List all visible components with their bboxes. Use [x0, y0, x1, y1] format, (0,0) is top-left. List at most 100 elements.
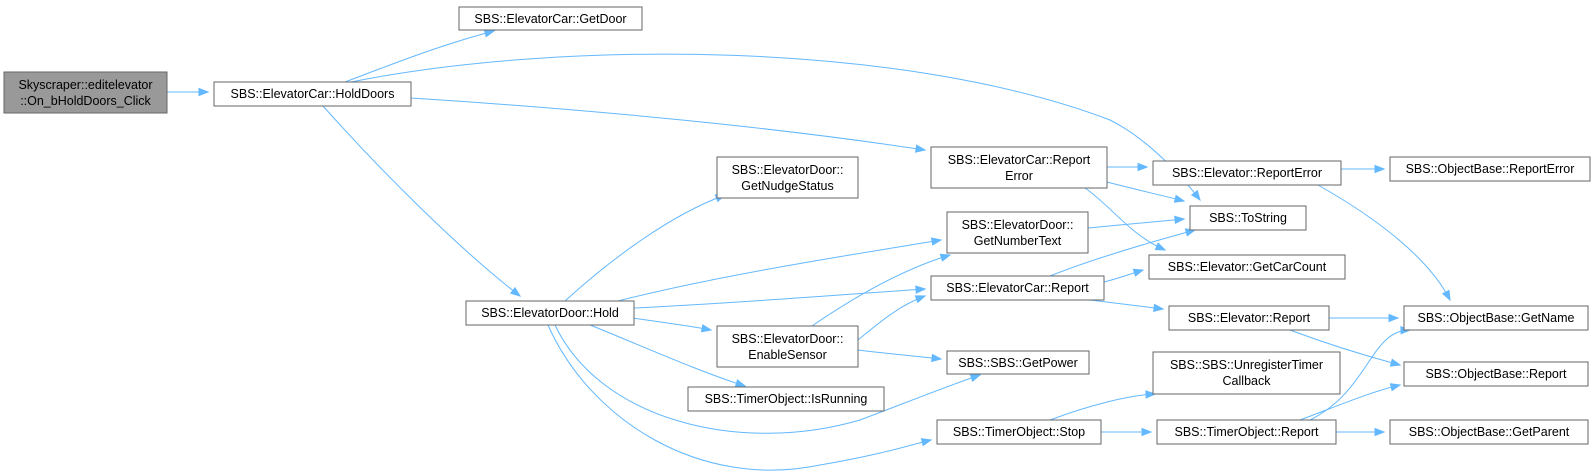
arrowhead-icon: [1174, 215, 1186, 225]
arrowhead-icon: [509, 286, 522, 297]
edge-line: [631, 317, 712, 331]
edge-car_report-to-tostring: [1049, 228, 1197, 277]
arrowhead-icon: [198, 87, 210, 97]
arrowhead-icon: [914, 295, 927, 304]
arrowhead-icon: [1388, 313, 1400, 323]
node-unregister[interactable]: SBS::SBS::UnregisterTimer Callback: [1152, 351, 1341, 395]
node-getnudge[interactable]: SBS::ElevatorDoor:: GetNudgeStatus: [716, 156, 859, 199]
arrowhead-icon: [483, 29, 496, 38]
node-label: ::On_bHoldDoors_Click: [20, 94, 151, 108]
node-getnumbertext[interactable]: SBS::ElevatorDoor:: GetNumberText: [946, 211, 1089, 254]
nodes-layer: Skyscraper::editelevator ::On_bHoldDoors…: [3, 6, 1591, 445]
edge-enablesensor-to-getnumbertext: [811, 253, 952, 327]
edge-timer_stop-to-timer_report: [1101, 427, 1153, 437]
edge-line: [857, 295, 926, 341]
node-enablesensor[interactable]: SBS::ElevatorDoor:: EnableSensor: [716, 325, 859, 368]
node-label: SBS::TimerObject::Stop: [953, 425, 1085, 439]
arrowhead-icon: [1374, 164, 1386, 174]
edge-reporterror_car-to-elev_reporterror: [1107, 162, 1149, 172]
node-timer-stop[interactable]: SBS::TimerObject::Stop: [936, 419, 1102, 445]
node-label: GetNudgeStatus: [741, 179, 833, 193]
edge-door_hold-to-enablesensor: [631, 317, 713, 333]
edge-line: [547, 324, 932, 471]
node-elevator-reporterror[interactable]: SBS::Elevator::ReportError: [1152, 160, 1342, 186]
arrowhead-icon: [1374, 427, 1386, 437]
edge-line: [322, 105, 521, 297]
edge-line: [633, 288, 926, 309]
edge-line: [344, 30, 495, 83]
edge-getnumbertext-to-tostring: [1087, 215, 1186, 229]
node-label: SBS::SBS::GetPower: [958, 356, 1078, 370]
arrowhead-icon: [920, 438, 933, 447]
edge-line: [1317, 184, 1451, 301]
edge-car_report-to-elev_report: [1089, 299, 1165, 312]
edge-door_hold-to-getnudge: [564, 194, 727, 302]
edge-line: [1049, 229, 1196, 277]
node-getcarcount[interactable]: SBS::Elevator::GetCarCount: [1148, 254, 1346, 280]
node-label: SBS::ToString: [1209, 211, 1287, 225]
node-objectbase-reporterror[interactable]: SBS::ObjectBase::ReportError: [1389, 156, 1591, 182]
node-label: SBS::ElevatorCar::Report: [948, 153, 1091, 167]
edge-line: [1309, 329, 1411, 421]
edge-line: [1084, 187, 1166, 251]
arrowhead-icon: [1145, 390, 1157, 399]
arrowhead-icon: [734, 379, 747, 388]
edge-door_hold-to-timer_stop: [547, 324, 933, 471]
node-objectbase-getname[interactable]: SBS::ObjectBase::GetName: [1403, 305, 1589, 331]
node-car-report[interactable]: SBS::ElevatorCar::Report: [930, 275, 1105, 301]
node-label: EnableSensor: [748, 348, 827, 362]
edge-line: [1089, 299, 1164, 310]
node-elevator-report[interactable]: SBS::Elevator::Report: [1168, 305, 1330, 331]
node-label: SBS::ObjectBase::Report: [1425, 367, 1567, 381]
edge-holddoors-to-reporterror_car: [410, 97, 927, 153]
node-label: SBS::ElevatorDoor::: [732, 332, 844, 346]
node-reporterror-car[interactable]: SBS::ElevatorCar::Report Error: [930, 146, 1108, 189]
edge-line: [1289, 329, 1401, 366]
node-getdoor[interactable]: SBS::ElevatorCar::GetDoor: [458, 6, 643, 31]
edge-line: [857, 349, 942, 360]
node-label: SBS::ObjectBase::GetName: [1417, 311, 1574, 325]
edge-line: [811, 254, 951, 327]
node-door-hold[interactable]: SBS::ElevatorDoor::Hold: [465, 300, 635, 326]
edge-elev_reporterror-to-ob_reporterror: [1341, 164, 1386, 174]
node-label: SBS::Elevator::Report: [1188, 311, 1311, 325]
node-label: SBS::ElevatorDoor::: [732, 163, 844, 177]
node-isrunning[interactable]: SBS::TimerObject::IsRunning: [687, 386, 885, 412]
arrowhead-icon: [1389, 358, 1402, 367]
node-timer-report[interactable]: SBS::TimerObject::Report: [1156, 419, 1337, 445]
edge-timer_stop-to-unregister: [1049, 390, 1157, 421]
edge-line: [1087, 218, 1185, 229]
arrowhead-icon: [915, 285, 927, 294]
edge-line: [617, 239, 942, 302]
arrowhead-icon: [1141, 427, 1153, 437]
node-label: SBS::ElevatorDoor::: [962, 218, 1074, 232]
node-label: SBS::ElevatorCar::Report: [946, 281, 1089, 295]
edge-elev_report-to-ob_report: [1289, 329, 1402, 367]
arrowhead-icon: [1173, 194, 1186, 203]
node-label: SBS::ObjectBase::ReportError: [1406, 162, 1575, 176]
edge-elev_report-to-ob_getname: [1329, 313, 1400, 323]
node-holddoors[interactable]: SBS::ElevatorCar::HoldDoors: [213, 81, 412, 107]
edge-door_hold-to-car_report: [633, 285, 927, 309]
arrowhead-icon: [914, 144, 927, 153]
edge-line: [410, 97, 926, 151]
edge-line: [564, 194, 726, 302]
node-label: SBS::TimerObject::IsRunning: [705, 392, 868, 406]
node-objectbase-getparent[interactable]: SBS::ObjectBase::GetParent: [1389, 419, 1589, 445]
node-root[interactable]: Skyscraper::editelevator ::On_bHoldDoors…: [3, 71, 168, 114]
node-label: SBS::SBS::UnregisterTimer: [1170, 358, 1323, 372]
edge-root-to-holddoors: [167, 87, 210, 97]
node-label: Error: [1005, 169, 1033, 183]
node-objectbase-report[interactable]: SBS::ObjectBase::Report: [1403, 361, 1589, 387]
node-label: SBS::ElevatorDoor::Hold: [481, 306, 619, 320]
node-label: SBS::Elevator::GetCarCount: [1168, 260, 1327, 274]
edge-line: [554, 324, 981, 434]
edge-enablesensor-to-car_report: [857, 295, 927, 341]
node-label: SBS::Elevator::ReportError: [1172, 166, 1322, 180]
edge-car_report-to-getcarcount: [1103, 268, 1145, 283]
node-label: SBS::TimerObject::Report: [1174, 425, 1319, 439]
node-tostring[interactable]: SBS::ToString: [1189, 205, 1307, 231]
node-getpower[interactable]: SBS::SBS::GetPower: [946, 350, 1090, 375]
node-label: GetNumberText: [974, 234, 1062, 248]
arrowhead-icon: [1190, 189, 1201, 202]
